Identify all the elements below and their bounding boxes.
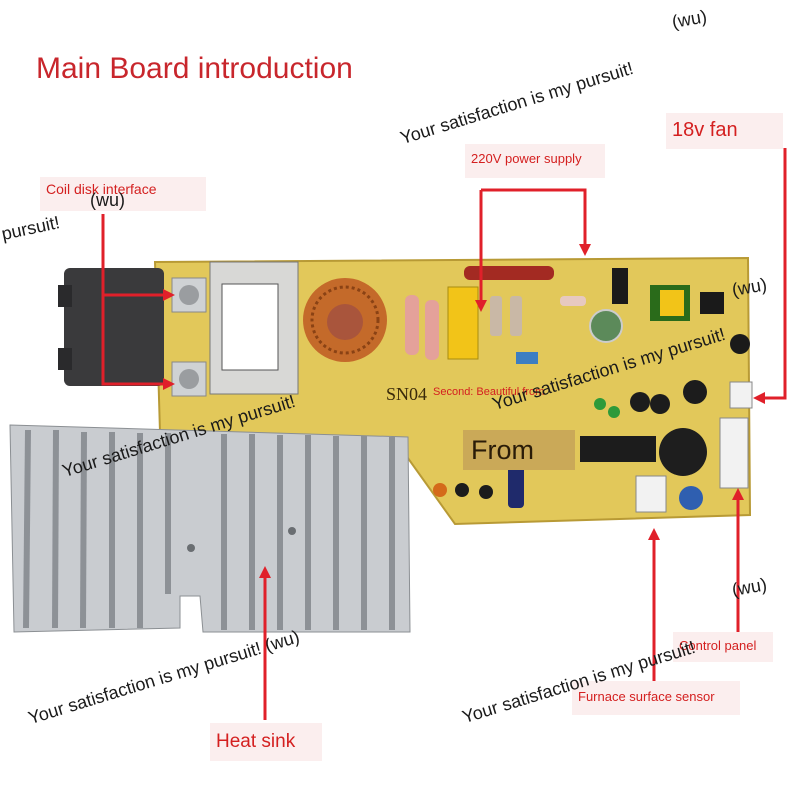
transformer (209, 261, 299, 395)
heat-sink (9, 424, 411, 633)
page-title: Main Board introduction (36, 52, 353, 85)
label-18v-fan: 18v fan (666, 113, 783, 149)
label-furnace-surface-sensor: Furnace surface sensor (572, 681, 740, 715)
label-control-panel: Control panel (673, 632, 773, 662)
coil-connector (58, 268, 164, 386)
label-heat-sink: Heat sink (210, 723, 322, 761)
watermark-left-wu: (wu) (90, 190, 125, 210)
pointer-arrows (101, 148, 787, 720)
components-cluster (405, 266, 750, 364)
label-coil-disk-interface: Coil disk interface (40, 177, 206, 211)
toroidal-coil (303, 278, 387, 362)
label-220v-power-supply: 220V power supply (465, 144, 605, 178)
terminal-screws (171, 277, 207, 397)
from-overlay-text: From (463, 430, 575, 470)
second-overlay-text: Second: Beautiful from (433, 386, 545, 398)
board-model-text: SN04 (386, 384, 428, 404)
lower-components (433, 380, 753, 513)
